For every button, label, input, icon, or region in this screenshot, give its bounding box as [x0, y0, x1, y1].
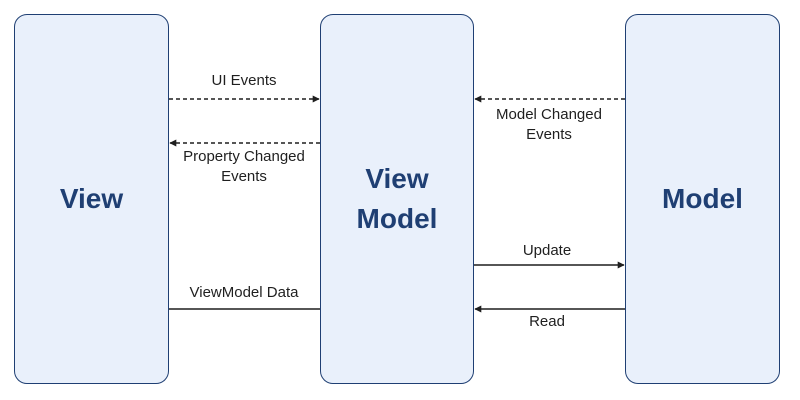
- property-changed-label: Property Changed Events: [164, 147, 324, 187]
- update-label: Update: [522, 242, 572, 259]
- view-model-box: View Model: [320, 14, 474, 384]
- view-model-title: View Model: [357, 159, 438, 239]
- model-box: Model: [625, 14, 780, 384]
- model-changed-label: Model Changed Events: [474, 105, 624, 145]
- view-box: View: [14, 14, 169, 384]
- ui-events-label: UI Events: [211, 72, 277, 89]
- read-label: Read: [529, 313, 565, 330]
- model-title: Model: [662, 183, 743, 214]
- viewmodel-data-label: ViewModel Data: [189, 284, 299, 301]
- view-model-title-line2: Model: [356, 203, 438, 234]
- property-changed-label-line1: Property Changed: [183, 148, 305, 165]
- model-changed-label-line2: Events: [526, 126, 572, 143]
- view-title: View: [59, 183, 124, 214]
- property-changed-label-line2: Events: [221, 168, 267, 185]
- view-model-title-line1: View: [365, 163, 429, 194]
- model-changed-label-line1: Model Changed: [496, 106, 602, 123]
